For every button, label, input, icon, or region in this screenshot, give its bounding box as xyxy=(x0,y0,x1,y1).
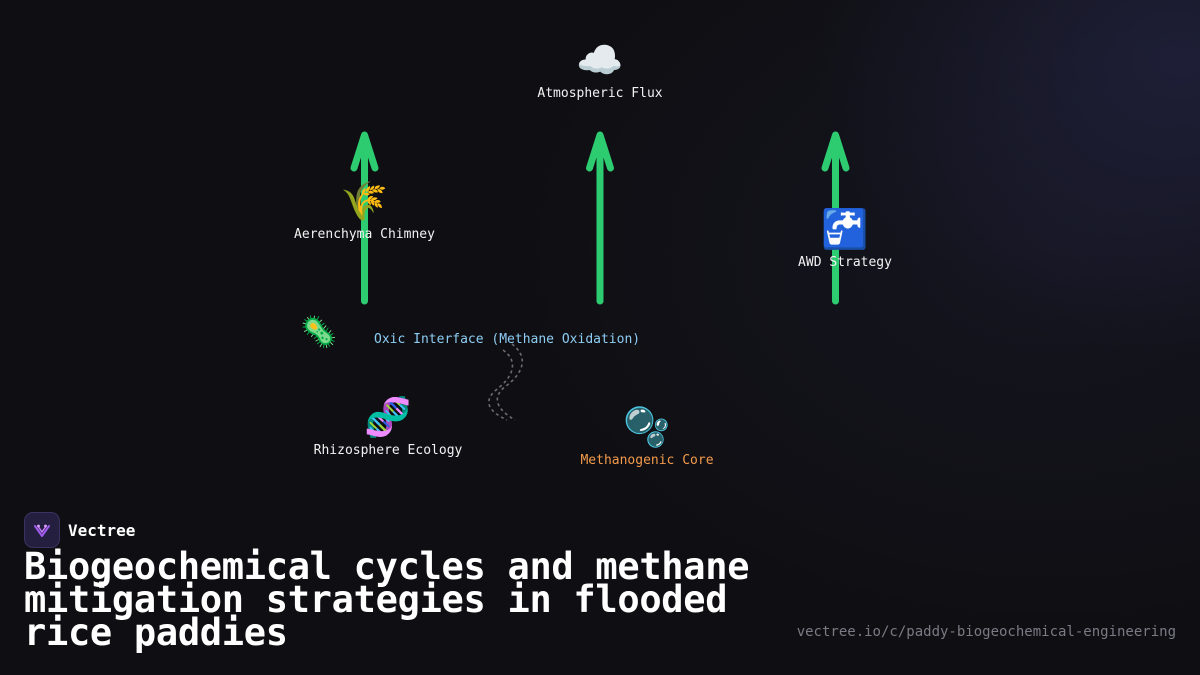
brand-name: Vectree xyxy=(68,520,136,540)
arrow-right xyxy=(821,131,850,305)
vectree-logo-icon xyxy=(24,512,60,548)
water-tap-icon: 🚰 xyxy=(821,207,869,251)
diagram: ☁️ Atmospheric Flux 🌾 Aerenchyma Chimney… xyxy=(294,38,892,468)
microbe-icon: 🦠 xyxy=(300,315,338,350)
node-label-aerenchyma-chimney: Aerenchyma Chimney xyxy=(294,227,435,242)
page-title: Biogeochemical cycles and methane mitiga… xyxy=(24,545,750,654)
node-label-methanogenic-core: Methanogenic Core xyxy=(580,453,714,468)
node-aerenchyma-chimney: 🌾 Aerenchyma Chimney xyxy=(294,179,435,242)
diagram-connectors xyxy=(350,131,850,421)
cloud-icon: ☁️ xyxy=(576,38,624,82)
arrow-center xyxy=(586,131,614,305)
bubbles-icon: 🫧 xyxy=(623,405,671,449)
brand: Vectree xyxy=(24,512,135,548)
node-atmospheric-flux: ☁️ Atmospheric Flux xyxy=(537,38,662,101)
node-rhizosphere-ecology: 🧬 Rhizosphere Ecology xyxy=(314,395,463,458)
oxic-interface-label: Oxic Interface (Methane Oxidation) xyxy=(374,332,641,347)
node-awd-strategy: 🚰 AWD Strategy xyxy=(798,207,892,270)
rice-plant-icon: 🌾 xyxy=(340,179,389,223)
arrow-left xyxy=(350,131,379,305)
methane-diffusion-path xyxy=(488,343,524,421)
node-label-atmospheric-flux: Atmospheric Flux xyxy=(537,86,663,101)
node-methanogenic-core: 🫧 Methanogenic Core xyxy=(580,405,713,468)
dna-icon: 🧬 xyxy=(364,395,412,439)
page-url[interactable]: vectree.io/c/paddy-biogeochemical-engine… xyxy=(796,624,1176,640)
node-label-rhizosphere-ecology: Rhizosphere Ecology xyxy=(313,443,463,458)
node-label-awd-strategy: AWD Strategy xyxy=(798,255,892,270)
